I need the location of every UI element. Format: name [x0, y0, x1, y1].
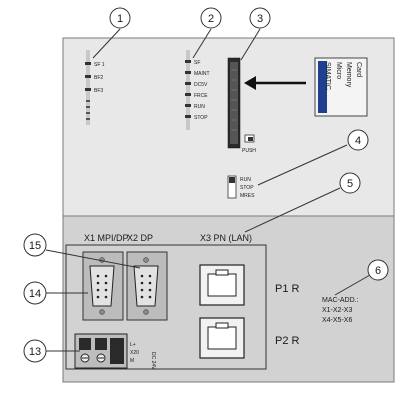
- led-left-1: SF 1: [85, 62, 105, 68]
- callout-3-label: 3: [257, 13, 263, 25]
- memory-card-slot: [227, 57, 241, 149]
- callout-3: 3: [249, 7, 271, 29]
- led-right-label-3: DC5V: [194, 82, 208, 88]
- memory-card-line-2: Micro: [335, 62, 342, 79]
- callout-6: 6: [367, 259, 389, 281]
- led-bar-left: [86, 50, 90, 125]
- memory-card: SIMATIC Micro Memory Card: [314, 57, 368, 117]
- power-terminal: L+ M X20 DC 24V: [74, 333, 156, 370]
- port-x1-label: X1 MPI/DP: [84, 233, 129, 243]
- port-x3-label: X3 PN (LAN): [200, 233, 252, 243]
- mode-switch: RUN STOP MRES: [227, 175, 255, 199]
- memory-card-line-3: Memory: [345, 62, 352, 88]
- terminal-x20: X20: [130, 350, 139, 356]
- callout-15-label: 15: [29, 240, 41, 252]
- mac-line-2: X1-X2-X3: [322, 307, 352, 314]
- mac-address: MAC-ADD.: X1-X2-X3 X4-X5-X6: [322, 297, 359, 324]
- callout-13: 13: [23, 339, 47, 363]
- terminal-m: M: [130, 358, 134, 364]
- led-right-label-6: STOP: [194, 115, 208, 121]
- led-right-label-1: SF: [194, 60, 200, 66]
- port-x2-connector: [126, 251, 168, 321]
- led-left-label-3: BF3: [94, 88, 103, 94]
- callout-2-label: 2: [208, 13, 214, 25]
- push-label: PUSH: [242, 148, 256, 154]
- led-left-3: BF3: [85, 88, 103, 94]
- led-right-label-5: RUN: [194, 104, 205, 110]
- memory-card-line-4: Card: [355, 62, 362, 77]
- led-left-label-2: BF2: [94, 75, 103, 81]
- port-p1-label: P1 R: [275, 283, 300, 295]
- callout-4: 4: [347, 129, 369, 151]
- led-left-2: BF2: [85, 75, 103, 81]
- mode-mres-label: MRES: [240, 193, 255, 199]
- callout-14: 14: [23, 281, 47, 305]
- mac-line-1: MAC-ADD.:: [322, 297, 359, 304]
- led-left-label-1: SF 1: [94, 62, 105, 68]
- led-right-label-4: FRCE: [194, 93, 208, 99]
- led-right-label-2: MAINT: [194, 71, 210, 77]
- mode-run-label: RUN: [240, 177, 251, 183]
- terminal-dc24v: DC 24V: [150, 352, 156, 370]
- rj45-port-p1: [199, 264, 245, 306]
- insert-arrow: [244, 76, 306, 90]
- callout-15: 15: [23, 233, 47, 257]
- mode-stop-label: STOP: [240, 185, 254, 191]
- mac-line-3: X4-X5-X6: [322, 317, 352, 324]
- eject-button: PUSH: [242, 134, 256, 154]
- led-column-left: SF 1 BF2 BF3: [85, 50, 105, 125]
- ports-frame: [65, 244, 267, 370]
- port-x2-label: X2 DP: [127, 233, 153, 243]
- port-x1-connector: [82, 251, 124, 321]
- terminal-l-plus: L+: [130, 342, 136, 348]
- memory-card-line-1: SIMATIC: [324, 62, 331, 90]
- callout-lines: [45, 28, 371, 352]
- callout-2: 2: [200, 7, 222, 29]
- callout-5: 5: [339, 172, 361, 194]
- callout-4-label: 4: [355, 135, 361, 147]
- callout-13-label: 13: [29, 346, 41, 358]
- callout-1-label: 1: [117, 13, 123, 25]
- callout-1: 1: [109, 7, 131, 29]
- rj45-port-p2: [199, 317, 245, 359]
- callout-6-label: 6: [375, 265, 381, 277]
- port-p2-label: P2 R: [275, 335, 300, 347]
- led-column-right: SF MAINT DC5V FRCE RUN STOP: [185, 50, 210, 130]
- callout-14-label: 14: [29, 288, 41, 300]
- callout-5-label: 5: [347, 178, 353, 190]
